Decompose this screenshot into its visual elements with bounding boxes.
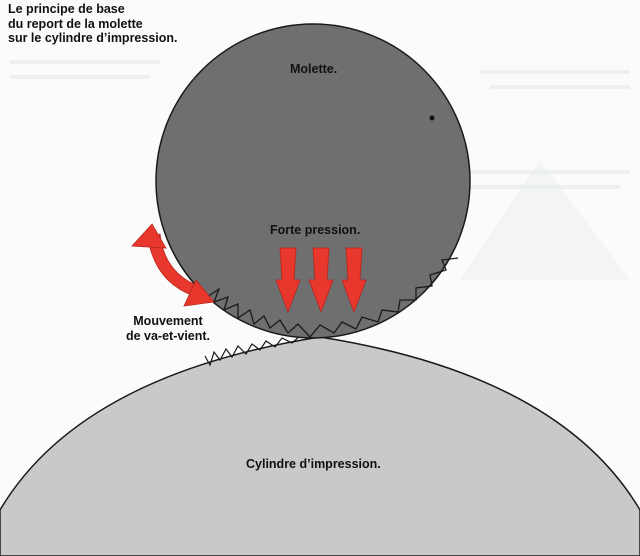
pressure-arrow-icon [308,247,334,314]
title-line: sur le cylindre d’impression. [8,31,178,45]
motion-label-line: de va-et-vient. [125,329,211,343]
impression-cylinder [0,336,640,556]
pressure-arrow-icon [275,247,301,314]
molette-knurl-edge [206,257,459,338]
cylinder-label: Cylindre d’impression. [246,457,381,471]
molette-label: Molette. [290,62,338,76]
title-line: du report de la molette [8,16,143,31]
molette-wheel [155,23,471,339]
molette-dot [429,115,435,121]
motion-label-line: Mouvement [133,314,203,328]
title-line: Le principe de base [8,2,125,16]
cylinder-knurl-marks [204,335,301,367]
diagram-title: Le principe de base du report de la mole… [8,2,178,46]
pressure-arrow-icon [341,247,367,314]
double-arrow-icon [131,223,215,307]
background-texture [10,60,630,280]
pressure-arrows [275,247,367,314]
motion-label: Mouvement de va-et-vient. [112,314,224,344]
pressure-label: Forte pression. [270,223,361,237]
